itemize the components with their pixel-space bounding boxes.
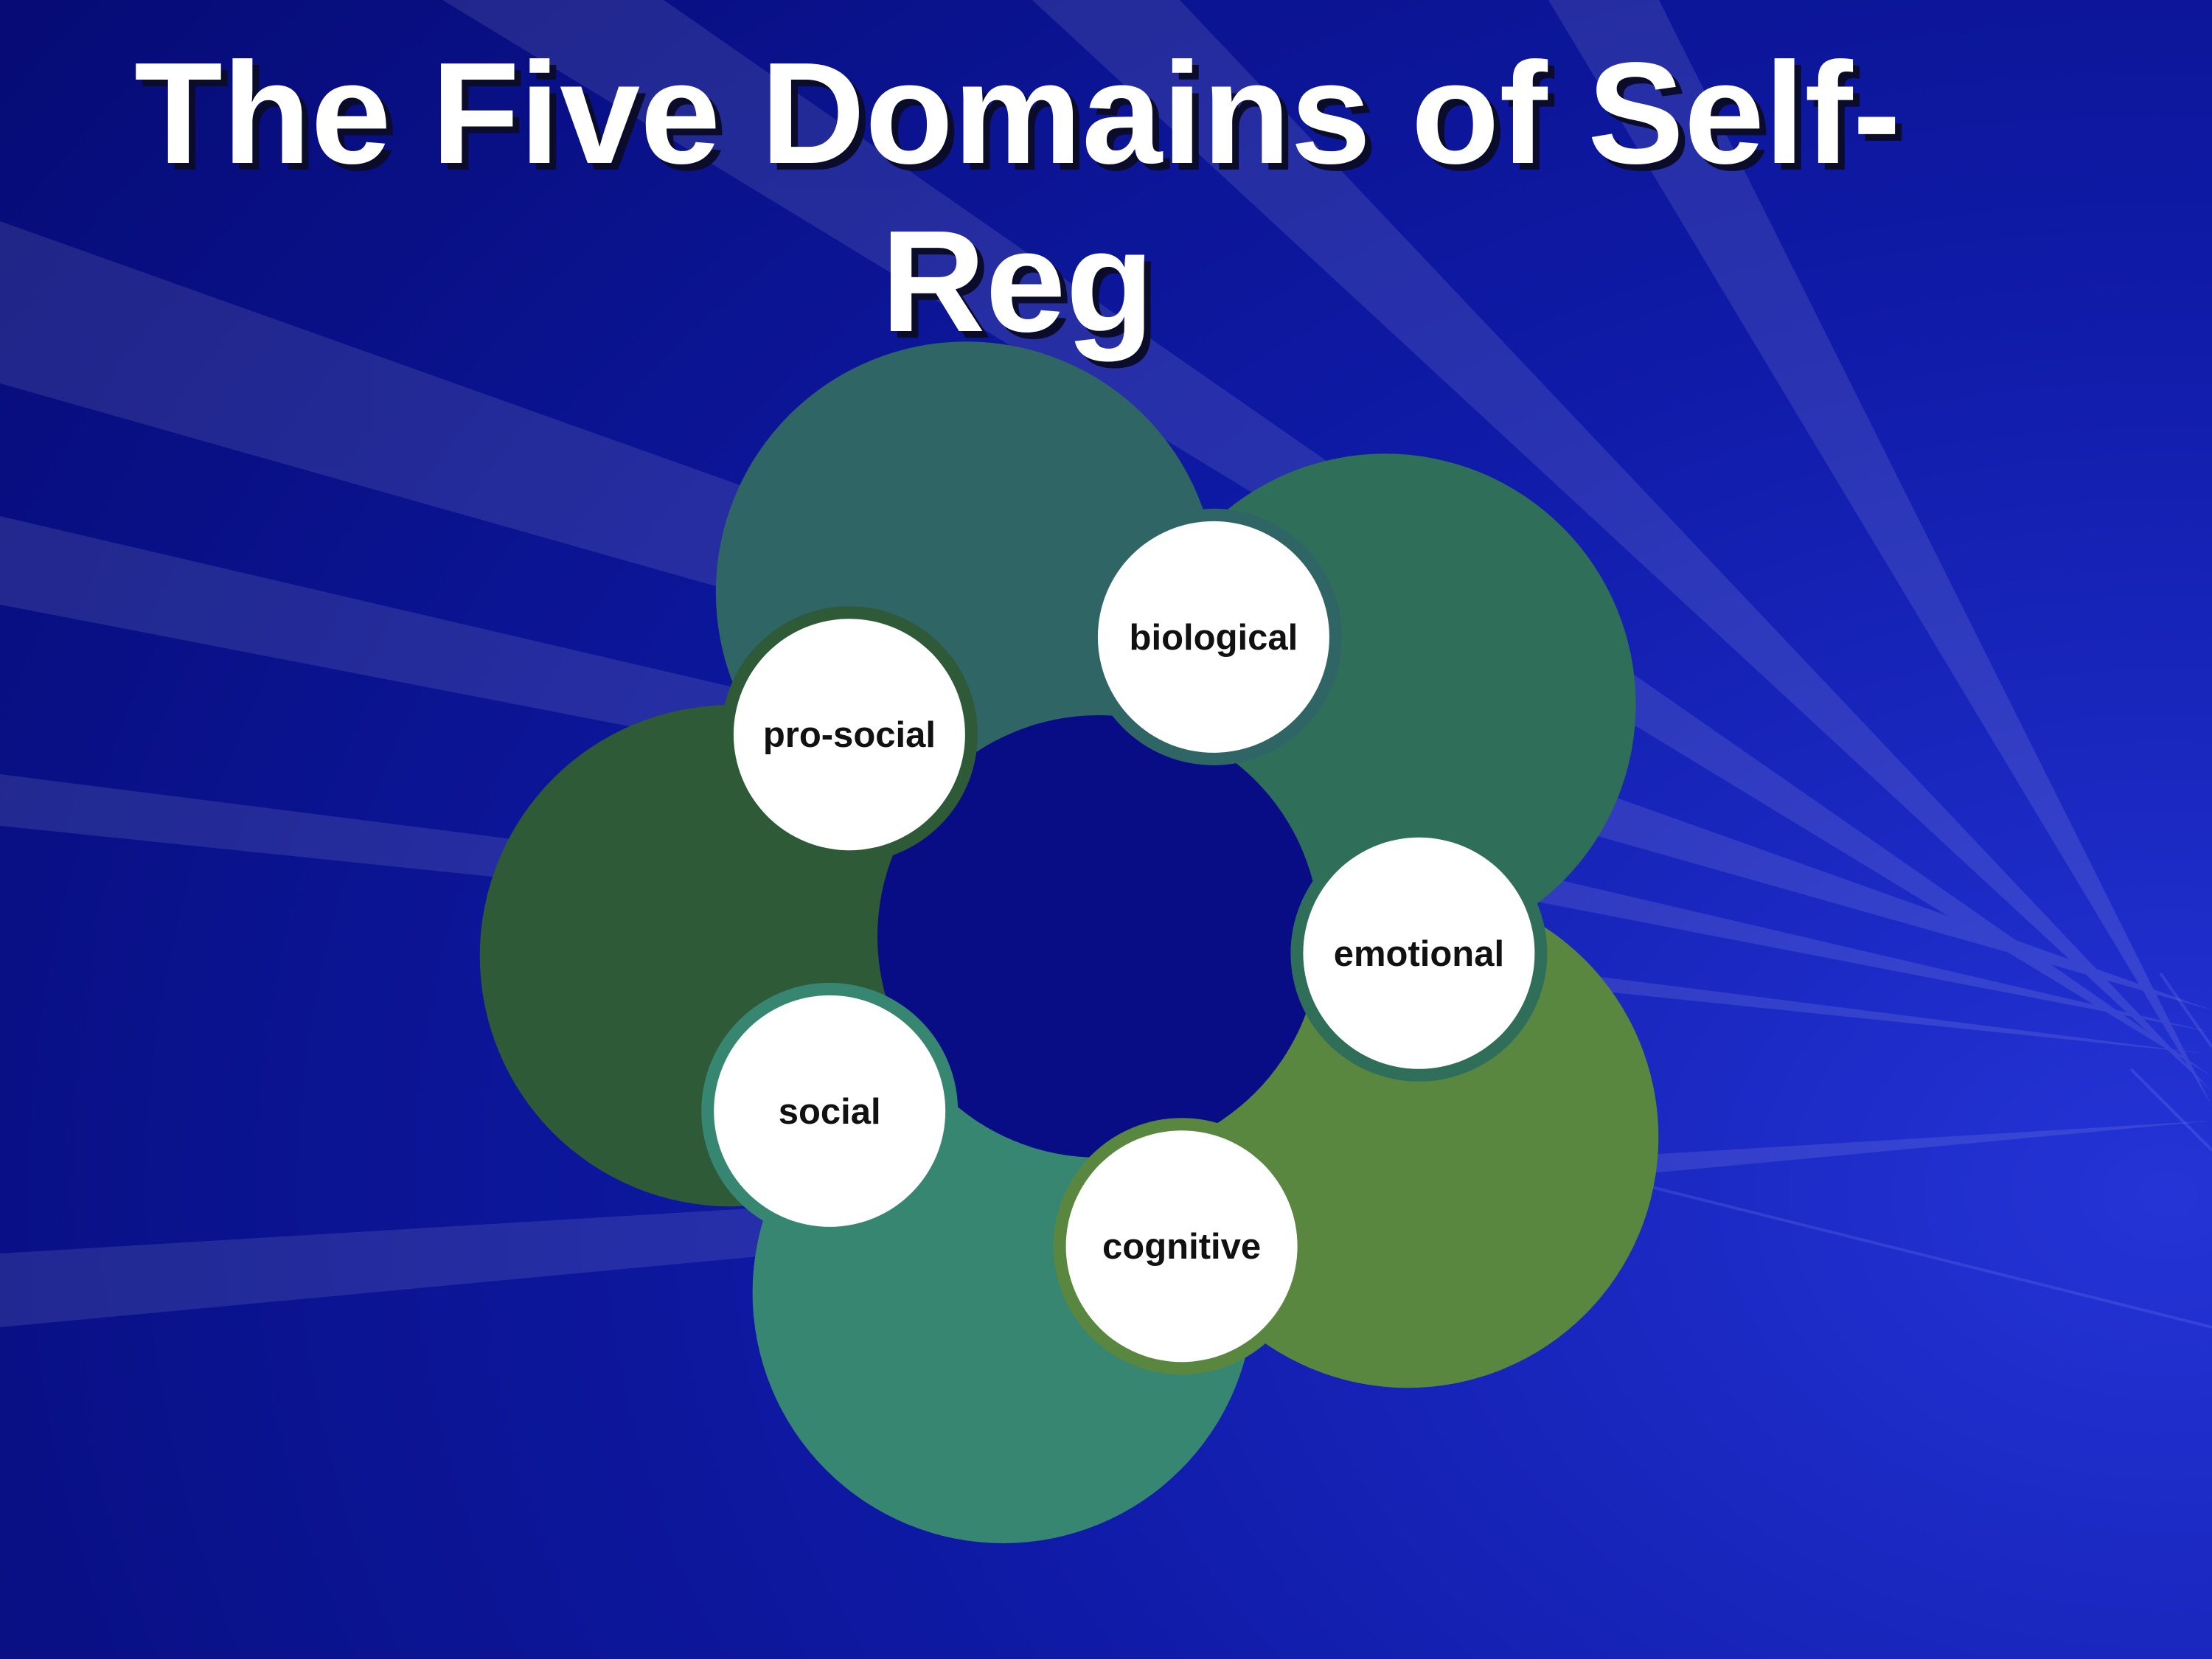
domain-node-pro-social: pro-social: [720, 606, 978, 863]
domain-nodes: biological emotional cognitive social pro-so…: [701, 508, 1548, 1375]
domain-node-emotional: emotional: [1290, 824, 1548, 1082]
domain-node-biological: biological: [1085, 508, 1342, 765]
domain-node-circle: [1065, 1130, 1298, 1363]
domain-node-social: social: [701, 982, 959, 1239]
domain-label-emotional: emotional: [1334, 934, 1504, 974]
domain-label-social: social: [779, 1092, 881, 1132]
ring-center-hole: [877, 715, 1320, 1158]
domain-node-circle: [733, 619, 965, 851]
domain-node-circle: [1303, 837, 1535, 1069]
domain-label-biological: biological: [1130, 618, 1298, 658]
domain-node-circle: [1097, 521, 1329, 753]
domain-node-circle: [714, 995, 946, 1227]
domain-label-cognitive: cognitive: [1102, 1227, 1261, 1267]
domain-label-pro-social: pro-social: [763, 715, 936, 755]
domain-node-cognitive: cognitive: [1053, 1118, 1310, 1375]
slide-title: The Five Domains of Self-Reg: [134, 32, 1901, 362]
